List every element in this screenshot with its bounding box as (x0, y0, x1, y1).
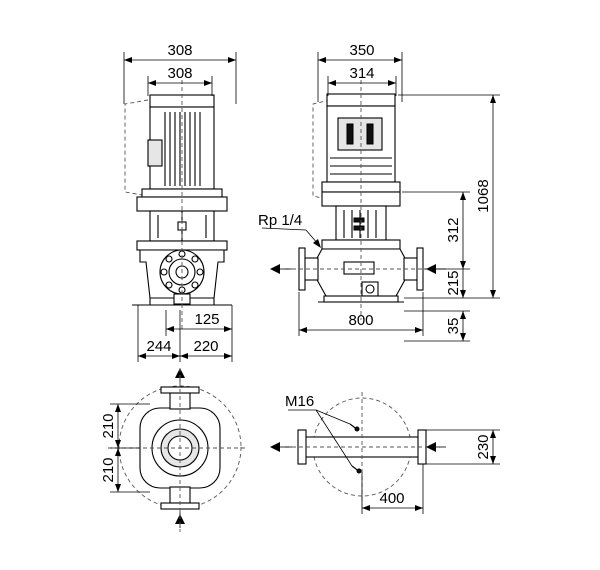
plan-view-right (270, 392, 446, 505)
dim-side-top-inner: 314 (349, 65, 374, 82)
dim-height-port: 215 (445, 270, 462, 295)
dim-plan-upper: 210 (100, 413, 117, 438)
dim-front-base-right: 220 (193, 338, 218, 355)
dim-side-top-outer: 350 (349, 42, 374, 59)
plan-right-flow-arrows (270, 442, 446, 452)
side-view (270, 80, 446, 320)
dim-plan-lower: 210 (100, 457, 117, 482)
dim-port-to-port: 800 (348, 312, 373, 329)
dim-front-top-inner: 308 (167, 65, 192, 82)
plan-view-left (108, 368, 248, 532)
dim-plan2-width: 400 (379, 490, 404, 507)
dim-front-base-small: 125 (194, 311, 219, 328)
dimension-labels: 308 308 350 314 1068 312 215 35 800 125 … (100, 42, 492, 507)
dim-front-top-outer: 308 (167, 42, 192, 59)
dim-height-total: 1068 (475, 179, 492, 212)
dim-base-offset: 35 (445, 318, 462, 335)
front-terminal-box (147, 139, 163, 167)
front-motor-fins (164, 112, 201, 186)
plan-left-motor-envelope (118, 385, 242, 509)
dim-plan2-height: 230 (475, 434, 492, 459)
dim-height-upper: 312 (445, 217, 462, 242)
callout-port-thread: Rp 1/4 (258, 212, 302, 229)
front-motor-envelope (124, 99, 149, 197)
side-coupling-stripes (343, 210, 377, 238)
side-terminal-box (337, 117, 383, 151)
plan-right-bolt-holes (349, 423, 362, 474)
side-motor-envelope (312, 99, 331, 201)
callout-bolt: M16 (285, 393, 314, 410)
dim-front-base-left: 244 (146, 338, 171, 355)
front-view (124, 80, 232, 330)
dimension-lines (110, 52, 500, 514)
